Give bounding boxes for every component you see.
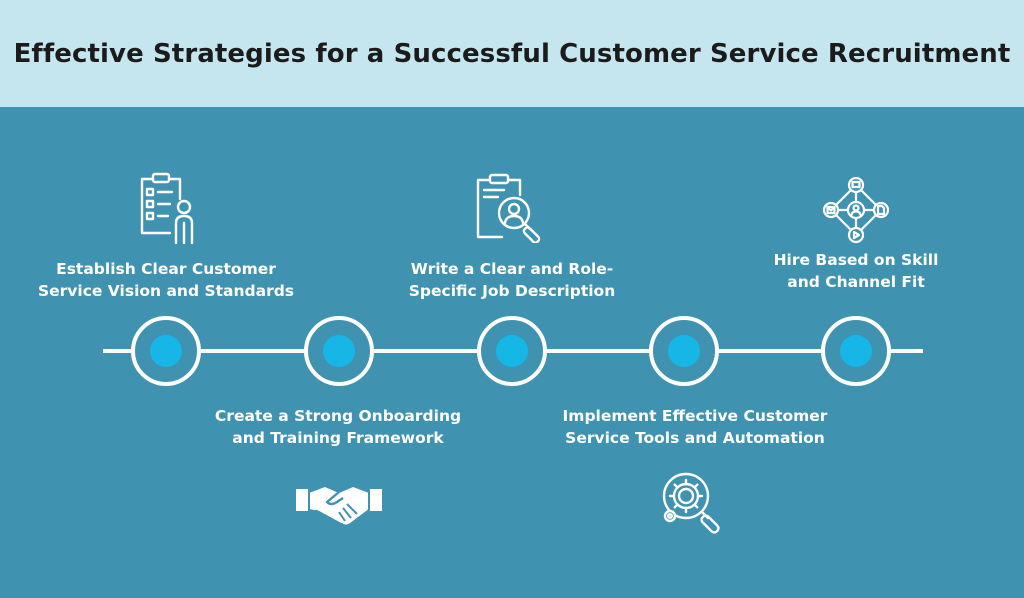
timeline-node-1 [131,316,201,386]
timeline-panel: Establish Clear Customer Service Vision … [0,107,1024,598]
step-label-1: Establish Clear Customer Service Vision … [16,258,316,302]
step-label-line: Create a Strong Onboarding [214,407,462,425]
clipboard-search-icon [474,173,550,243]
handshake-icon [295,480,383,532]
timeline-node-4 [649,316,719,386]
step-label-3: Write a Clear and Role- Specific Job Des… [362,258,662,302]
checklist-person-icon [136,171,200,251]
step-label-line: Hire Based on Skill [773,251,939,269]
step-label-line: Specific Job Description [408,282,616,300]
step-label-line: Service Vision and Standards [37,282,295,300]
page-title: Effective Strategies for a Successful Cu… [13,38,1011,69]
step-label-line: and Training Framework [232,429,444,447]
channel-network-icon [822,176,890,244]
timeline-node-dot [323,335,355,367]
step-label-line: Implement Effective Customer [562,407,828,425]
timeline-node-dot [840,335,872,367]
gear-search-icon [660,470,730,534]
step-label-line: and Channel Fit [787,273,925,291]
timeline-node-dot [668,335,700,367]
timeline-node-dot [496,335,528,367]
step-label-4: Implement Effective Customer Service Too… [545,405,845,449]
step-label-line: Write a Clear and Role- [410,260,614,278]
timeline-node-3 [477,316,547,386]
step-label-2: Create a Strong Onboarding and Training … [188,405,488,449]
timeline-node-5 [821,316,891,386]
step-label-line: Establish Clear Customer [56,260,276,278]
step-label-5: Hire Based on Skill and Channel Fit [706,249,1006,293]
timeline-node-2 [304,316,374,386]
header-banner: Effective Strategies for a Successful Cu… [0,0,1024,107]
timeline-node-dot [150,335,182,367]
step-label-line: Service Tools and Automation [565,429,825,447]
